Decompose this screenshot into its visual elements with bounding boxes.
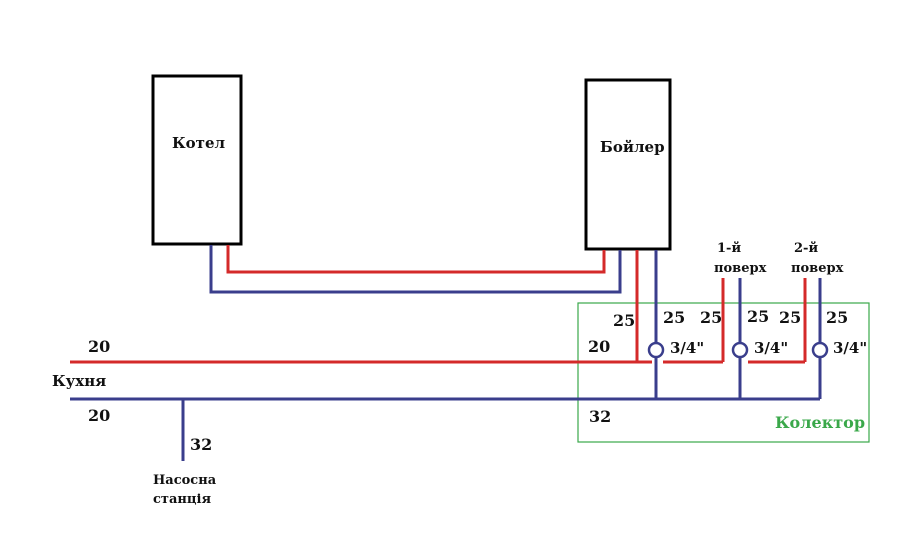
size-pump-branch: 32	[190, 435, 212, 454]
valve-3-label: 3/4"	[833, 339, 867, 357]
size-riser-floor1-hot: 25	[700, 308, 722, 327]
floor2-label-line1: 2-й	[794, 241, 818, 256]
valve-2-label: 3/4"	[754, 339, 788, 357]
boiler-cold-pipe	[209, 245, 622, 294]
floor1-label-line2: поверх	[714, 261, 767, 276]
collector-label: Колектор	[775, 413, 865, 432]
boiler-box	[151, 74, 243, 246]
floor1-label-line1: 1-й	[717, 241, 741, 256]
size-riser-floor2-cold: 25	[826, 308, 848, 327]
size-collector-hot-in: 20	[588, 337, 610, 356]
valve-3	[811, 341, 829, 359]
kitchen-label: Кухня	[52, 372, 106, 390]
water-heater-label: Бойлер	[600, 138, 665, 156]
valve-2	[731, 341, 749, 359]
size-kitchen-cold: 20	[88, 406, 110, 425]
size-riser-boiler-cold: 25	[663, 308, 685, 327]
boiler-hot-pipe	[226, 245, 606, 274]
size-kitchen-hot: 20	[88, 337, 110, 356]
size-riser-floor2-hot: 25	[779, 308, 801, 327]
size-riser-boiler-hot: 25	[613, 311, 635, 330]
size-collector-cold-in: 32	[589, 407, 611, 426]
water-heater-box	[584, 78, 672, 251]
valve-1-label: 3/4"	[670, 339, 704, 357]
pump-station-label-line2: станція	[153, 492, 211, 507]
valve-1	[647, 341, 665, 359]
pump-station-label-line1: Насосна	[153, 473, 217, 488]
boiler-label: Котел	[172, 134, 225, 152]
size-riser-floor1-cold: 25	[747, 307, 769, 326]
floor2-label-line2: поверх	[791, 261, 844, 276]
